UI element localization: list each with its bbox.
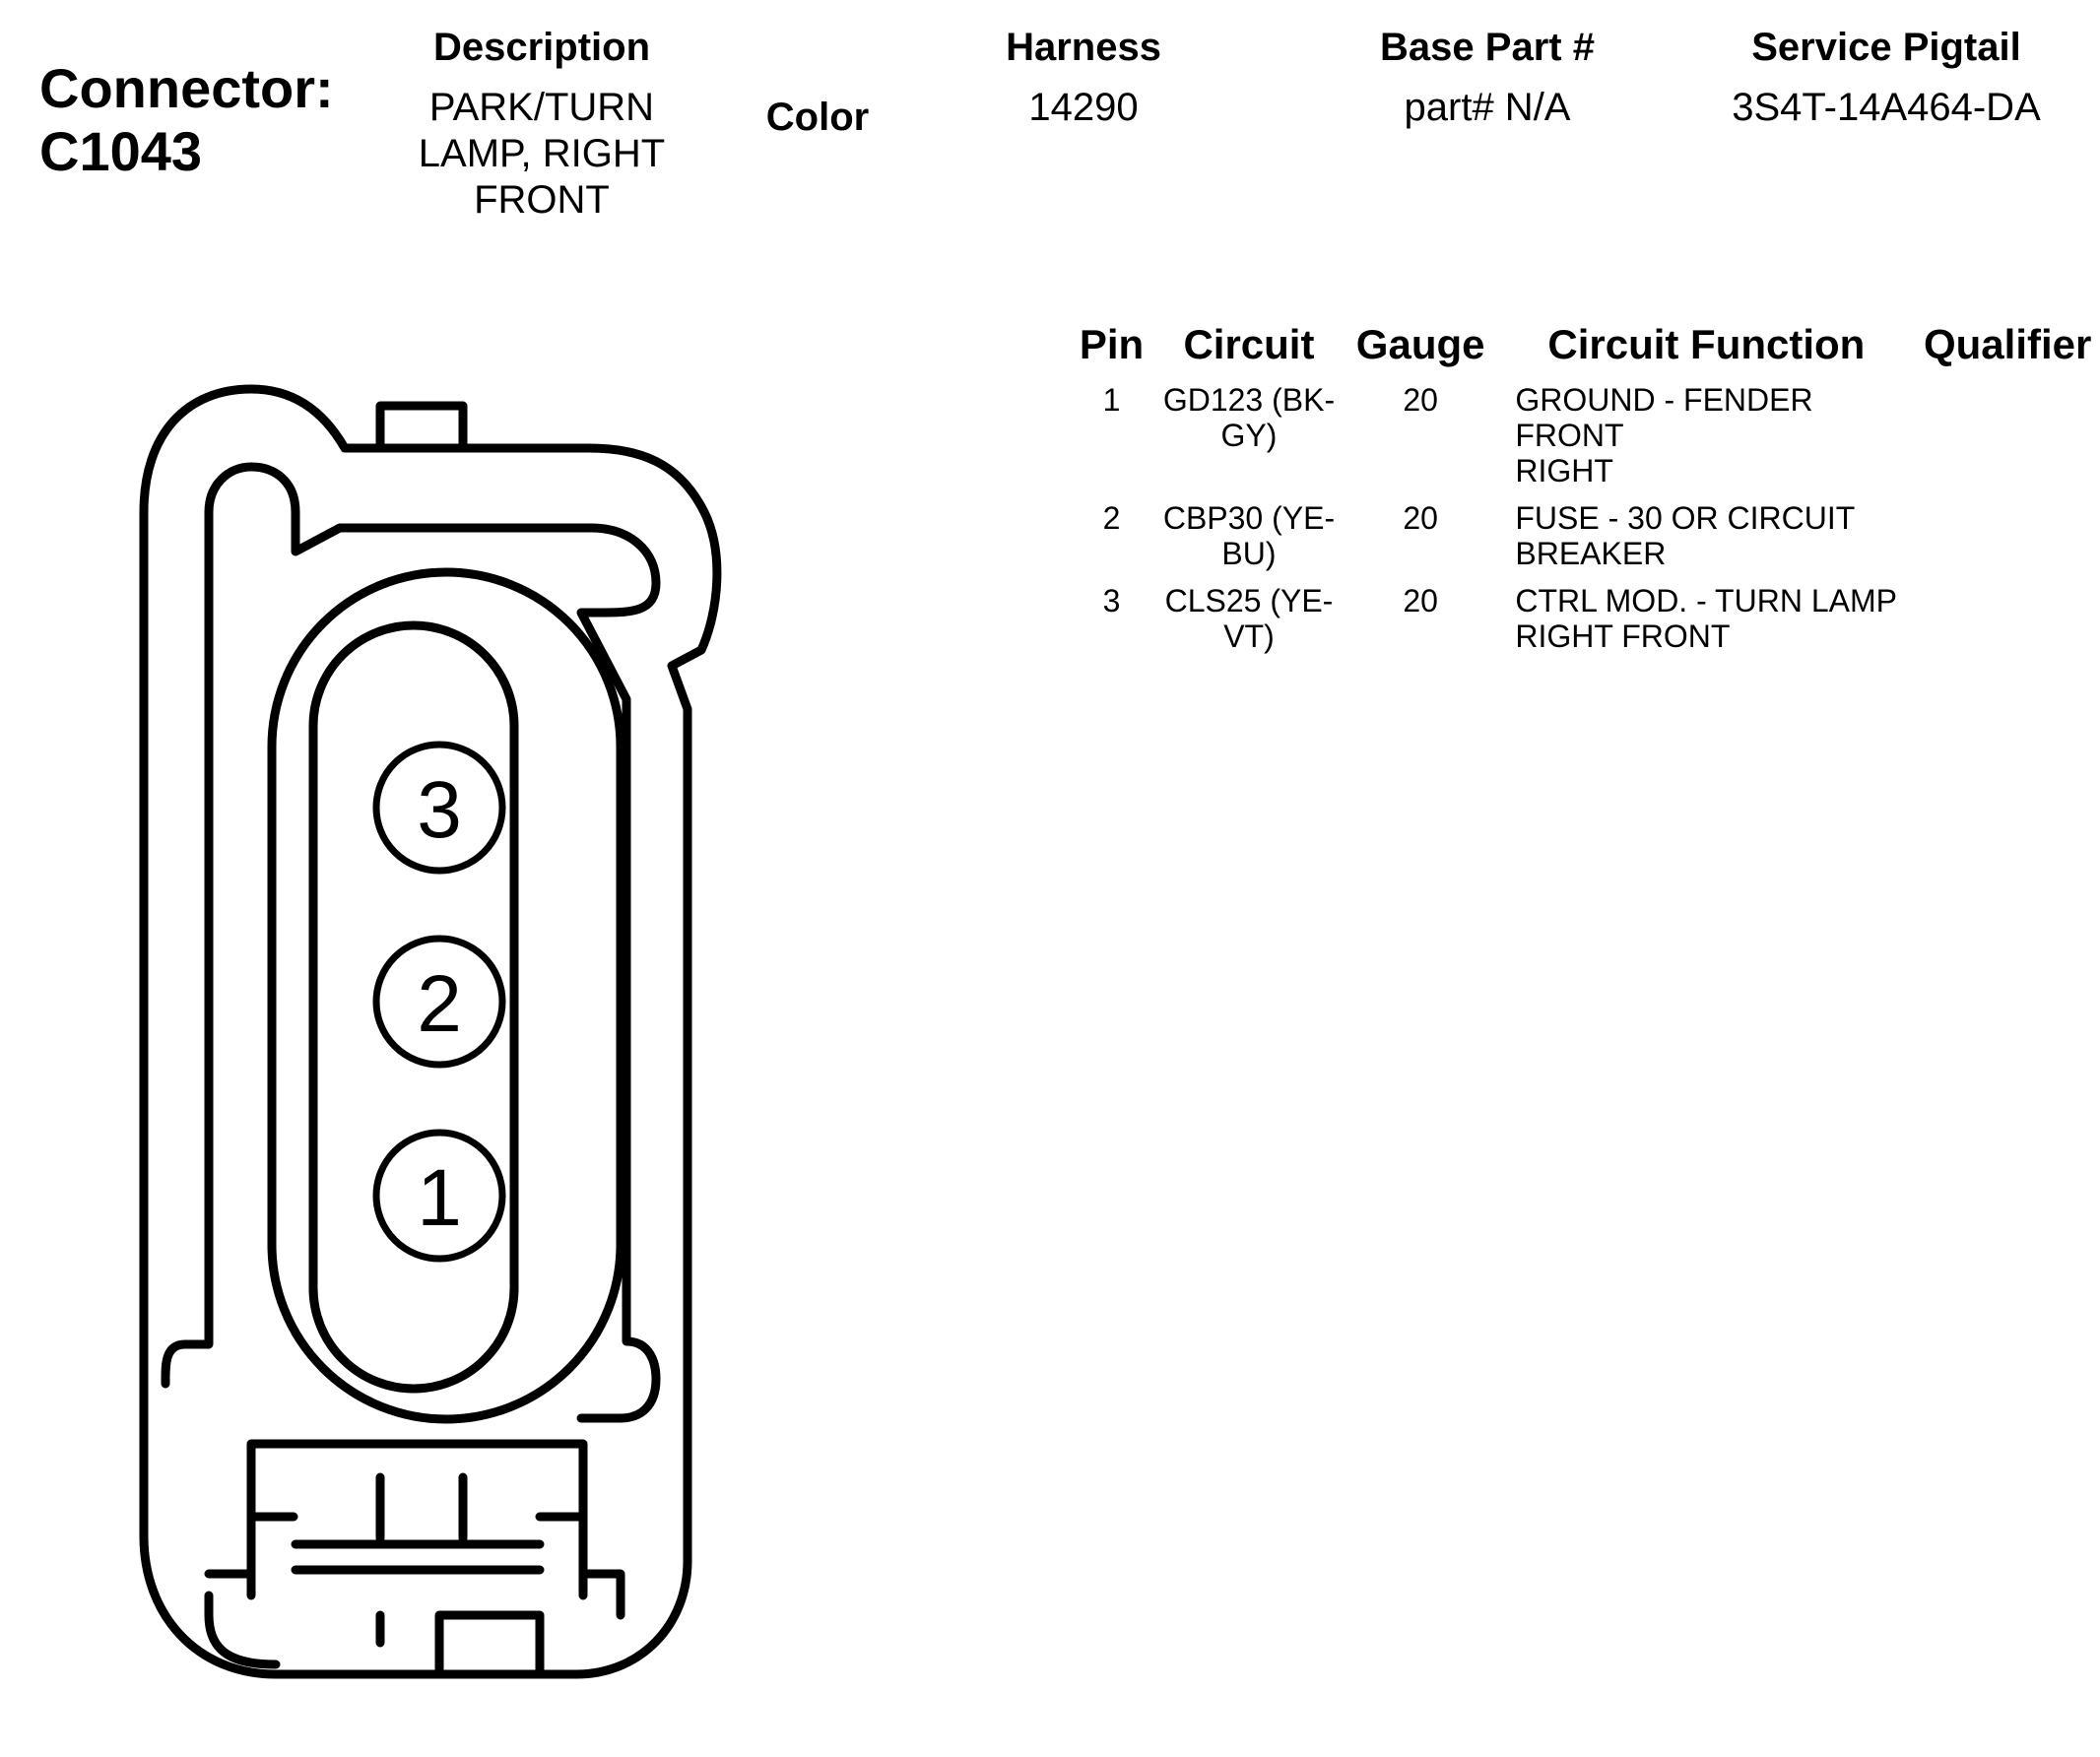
pin-number: 1 [1102,382,1121,418]
gauge-cell: 20 [1403,583,1438,618]
gauge-header: Gauge [1355,321,1485,367]
gauge-cell: 20 [1403,382,1438,418]
pin-insert-outer [267,567,625,1424]
harness-value: 14290 [1028,86,1139,129]
harness-heading: Harness [1006,26,1161,69]
base-part-value: part# N/A [1404,86,1571,129]
circuit-line-1: CLS25 (YE- [1164,583,1334,618]
pin-cavity-1 [372,1129,506,1263]
pin-label-1: 1 [417,1153,462,1243]
inner-cavity-outline [161,462,661,1423]
function-line-2: BREAKER [1515,536,1667,571]
circuit-line-2: GY) [1220,418,1278,453]
function-line-1: CTRL MOD. - TURN LAMP [1515,583,1897,618]
pin-table: Pin Circuit Gauge Circuit Function Quali… [1069,321,2100,666]
description-line-3: FRONT [474,178,610,222]
bottom-key [375,1610,545,1679]
function-line-1: FUSE - 30 OR CIRCUIT [1515,500,1856,536]
pin-label-3: 3 [417,765,462,855]
gauge-cell: 20 [1403,500,1438,536]
description-value: PARK/TURN LAMP, RIGHT FRONT [374,85,709,224]
pin-cavity-2 [372,935,506,1069]
terminal-posts [375,1472,468,1543]
color-heading: Color [765,96,870,139]
pin-number: 3 [1102,583,1121,618]
top-latch [375,401,468,453]
pin-header: Pin [1079,321,1145,367]
pin-cavity-3 [372,741,506,875]
description-heading: Description [432,26,651,69]
service-pigtail-value: 3S4T-14A464-DA [1732,86,2041,129]
connector-housing-outline [139,384,722,1679]
circuit-line-2: VT) [1223,618,1275,654]
description-line-1: PARK/TURN [428,86,655,129]
circuit-cell: CLS25 (YE-VT) [1154,583,1344,666]
circuit-function-header: Circuit Function [1547,321,1866,367]
base-part-heading: Base Part # [1380,26,1595,69]
qualifier-header: Qualifier [1923,321,2092,367]
table-row: 1 GD123 (BK-GY) 20 GROUND - FENDER FRONT… [1069,382,2100,500]
circuit-cell: GD123 (BK-GY) [1154,382,1344,500]
circuit-header: Circuit [1183,321,1315,367]
bottom-frame-left [204,1512,625,1669]
circuit-line-2: BU) [1221,536,1277,571]
pin-insert-inner [308,620,519,1394]
connector-label: Connector: [39,57,334,119]
terminal-bars [291,1539,545,1575]
description-line-2: LAMP, RIGHT [418,132,666,175]
pin-label-2: 2 [417,959,462,1049]
circuit-cell: CBP30 (YE-BU) [1154,500,1344,583]
function-line-2: RIGHT FRONT [1515,618,1731,654]
pin-number: 2 [1102,500,1121,536]
service-pigtail-heading: Service Pigtail [1751,26,2021,69]
function-line-1: GROUND - FENDER FRONT [1515,382,1813,453]
circuit-line-1: CBP30 (YE- [1162,500,1336,536]
circuit-line-1: GD123 (BK- [1162,382,1336,418]
connector-title: Connector: C1043 [39,57,334,183]
pin-table-header: Pin Circuit Gauge Circuit Function Quali… [1069,321,2100,382]
function-line-2: RIGHT [1515,453,1613,488]
table-row: 3 CLS25 (YE-VT) 20 CTRL MOD. - TURN LAMP… [1069,583,2100,666]
connector-id: C1043 [39,120,203,182]
